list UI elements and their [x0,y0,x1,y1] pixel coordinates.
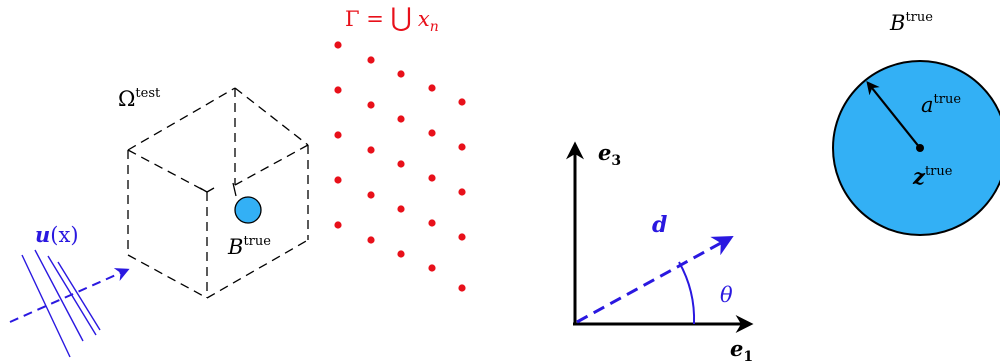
e1-label: e1 [730,336,753,364]
radius-arrow [866,80,921,149]
radius-label: atrue [921,92,961,117]
incident-wave-label: u(x) [35,222,79,247]
omega-test-label: Ωtest [118,86,161,111]
theta-arc [678,261,696,325]
btrue-label: Btrue [227,234,271,259]
incident-direction-arrow [9,268,130,323]
btrue-disk-title: Btrue [889,10,933,35]
direction-d-arrow [576,235,734,324]
measurement-points [334,41,466,292]
direction-d-label: d [652,212,667,238]
cube-inner-corner [199,182,237,197]
scatterer-ball [234,196,262,224]
center-point [916,144,924,152]
center-label: ztrue [912,164,953,189]
gamma-label: Γ = ⋃xn [345,3,439,35]
incident-wavefronts [21,249,101,358]
theta-label: θ [720,283,733,307]
test-domain-cube [127,87,309,299]
e3-label: e3 [598,140,621,169]
